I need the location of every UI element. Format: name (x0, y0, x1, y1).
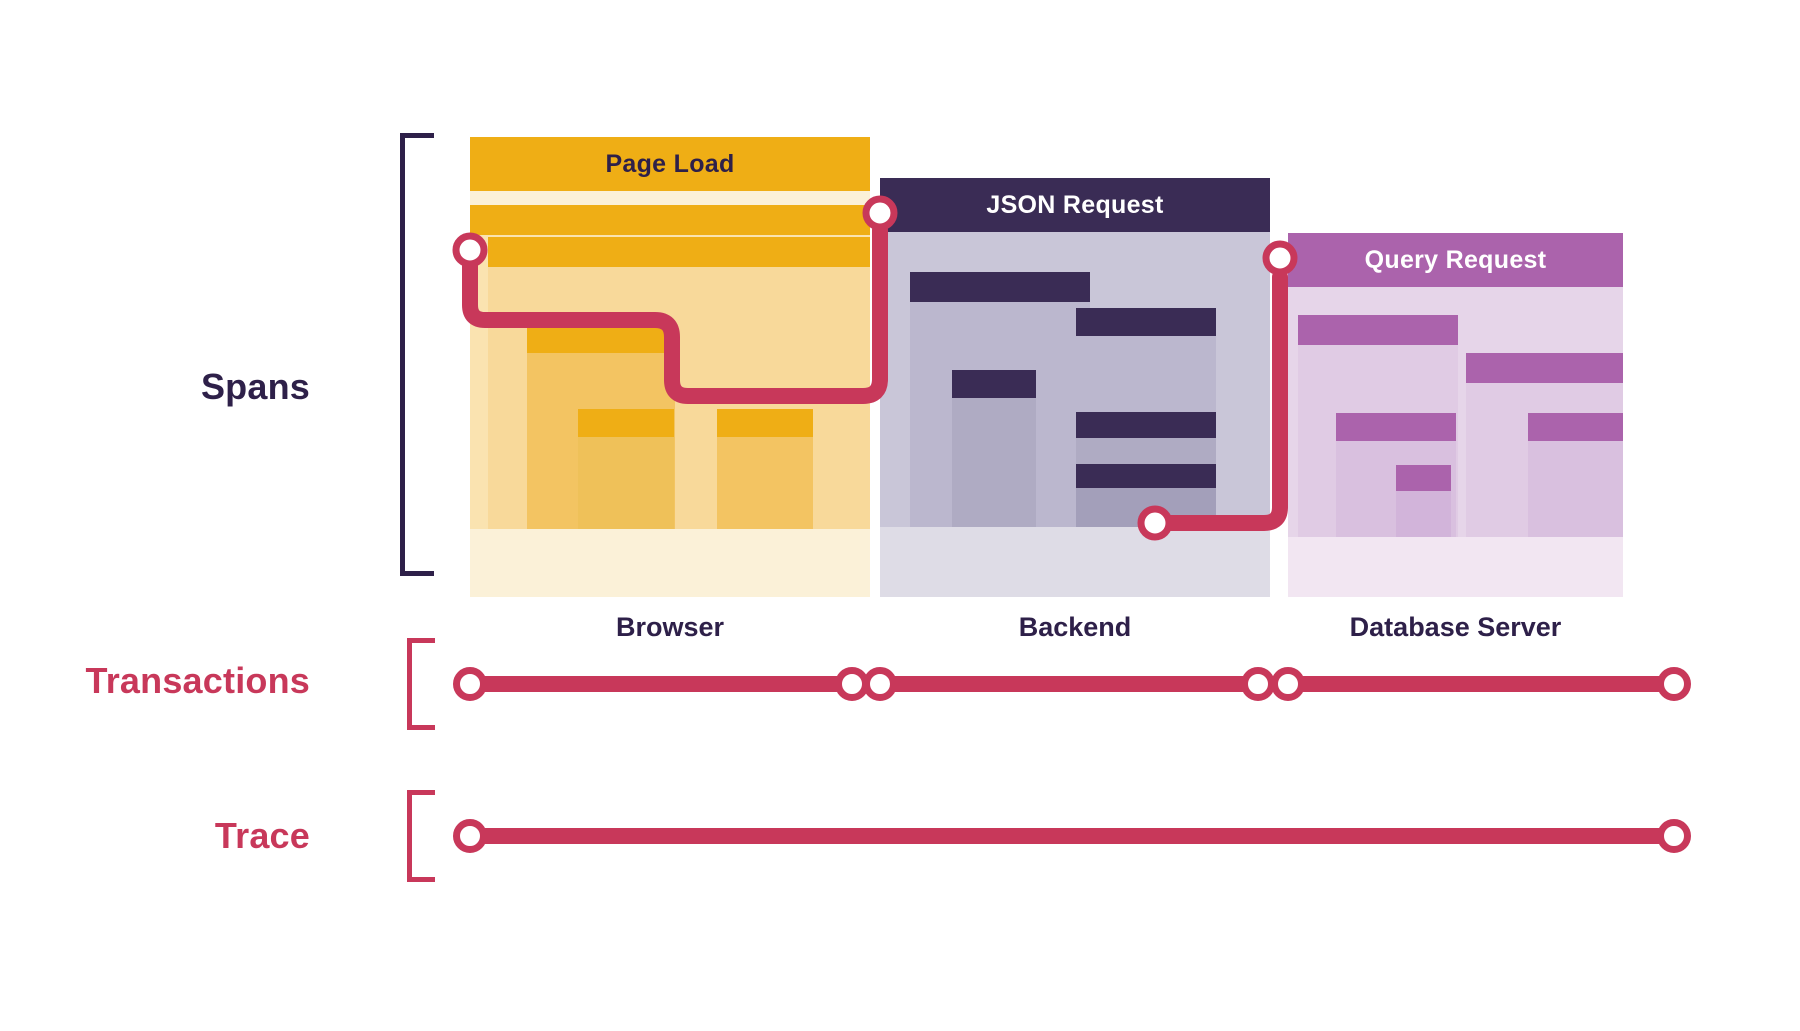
span-group-caption-backend: Backend (1018, 612, 1132, 642)
span-bar-cap (952, 370, 1036, 398)
span-group-header-backend: JSON Request (880, 178, 1270, 232)
span-group-title: JSON Request (986, 190, 1164, 219)
span-bar-cap (910, 272, 1090, 302)
span-bar-cap (1076, 308, 1216, 336)
span-bar-cap (680, 237, 870, 267)
span-bar-cap (1076, 464, 1216, 488)
span-bar (578, 409, 674, 529)
span-bar (1528, 413, 1623, 537)
span-group-header-browser: Page Load (470, 137, 870, 191)
bracket-transactions (407, 638, 435, 730)
transaction-node-end-database (1657, 667, 1691, 701)
span-bar (1076, 464, 1216, 527)
transaction-node-end-backend (1241, 667, 1275, 701)
row-label-spans: Spans (200, 366, 310, 407)
span-group-browser: Page Load (470, 137, 870, 597)
span-bar-cap (488, 237, 691, 267)
trace-node-start (453, 819, 487, 853)
span-bar (1396, 465, 1451, 537)
span-bar-cap (527, 325, 675, 353)
span-bar-cap (1076, 412, 1216, 438)
span-bar-cap (1298, 315, 1458, 345)
transaction-node-start-database (1271, 667, 1305, 701)
span-bar-cap (1396, 465, 1451, 491)
span-group-database: Query Request (1288, 233, 1623, 597)
trace-segment (470, 828, 1674, 844)
span-bar (717, 409, 813, 529)
span-group-caption-browser: Browser (615, 612, 725, 642)
transaction-node-start-browser (453, 667, 487, 701)
transaction-segment-database (1288, 676, 1674, 692)
span-group-header-database: Query Request (1288, 233, 1623, 287)
span-bar (952, 370, 1036, 527)
span-bar-cap (1528, 413, 1623, 441)
transaction-segment-browser (470, 676, 852, 692)
span-group-title: Query Request (1364, 245, 1547, 274)
span-bar-cap (1466, 353, 1623, 383)
span-group-title: Page Load (605, 149, 735, 178)
trace-node-end (1657, 819, 1691, 853)
row-label-trace: Trace (214, 815, 310, 856)
row-label-transactions: Transactions (85, 660, 310, 701)
bracket-spans (400, 133, 434, 576)
span-group-backend: JSON Request (880, 178, 1270, 597)
span-bar-cap (470, 205, 870, 235)
span-bar-cap (578, 409, 674, 437)
span-group-caption-database: Database Server (1349, 612, 1562, 642)
span-bar-cap (717, 409, 813, 437)
bracket-trace (407, 790, 435, 882)
transaction-node-start-backend (863, 667, 897, 701)
span-bar-cap (1336, 413, 1456, 441)
transaction-segment-backend (880, 676, 1258, 692)
